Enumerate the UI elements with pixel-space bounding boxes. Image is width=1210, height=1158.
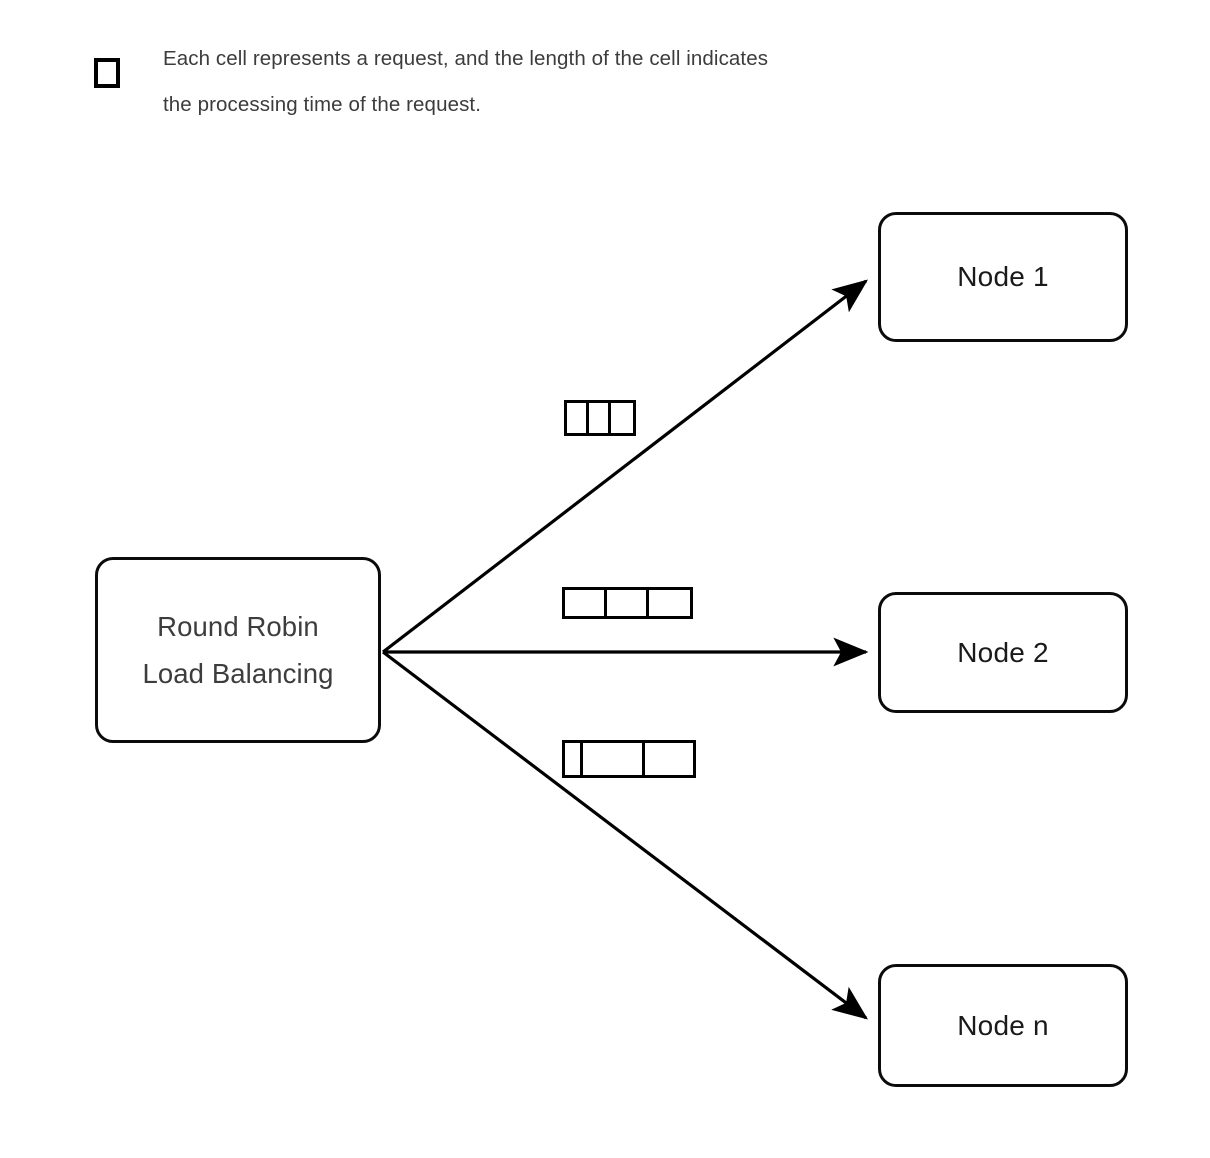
legend-text: Each cell represents a request, and the … [163, 47, 769, 116]
request-cell [589, 403, 611, 433]
request-cell [649, 590, 690, 616]
source-label-line-2: Load Balancing [142, 658, 334, 689]
request-cell [565, 590, 607, 616]
node-1-box[interactable]: Node 1 [878, 212, 1128, 342]
square-outline-icon [94, 58, 120, 88]
legend: Each cell represents a request, and the … [92, 36, 992, 136]
request-cell [583, 743, 645, 775]
request-queue-node-2 [562, 587, 693, 619]
edge-to-node-n [382, 650, 869, 1020]
node-2-box[interactable]: Node 2 [878, 592, 1128, 713]
round-robin-load-balancer-node[interactable]: Round Robin Load Balancing [95, 557, 381, 743]
request-queue-node-n [562, 740, 696, 778]
request-cell [565, 743, 583, 775]
node-1-label: Node 1 [957, 261, 1049, 293]
request-cell [567, 403, 589, 433]
request-cell [607, 590, 649, 616]
request-cell [611, 403, 633, 433]
node-2-label: Node 2 [957, 636, 1049, 668]
request-cell [645, 743, 693, 775]
node-n-box[interactable]: Node n [878, 964, 1128, 1087]
node-n-label: Node n [957, 1009, 1049, 1041]
source-label-line-1: Round Robin [157, 610, 319, 642]
request-queue-node-1 [564, 400, 636, 436]
